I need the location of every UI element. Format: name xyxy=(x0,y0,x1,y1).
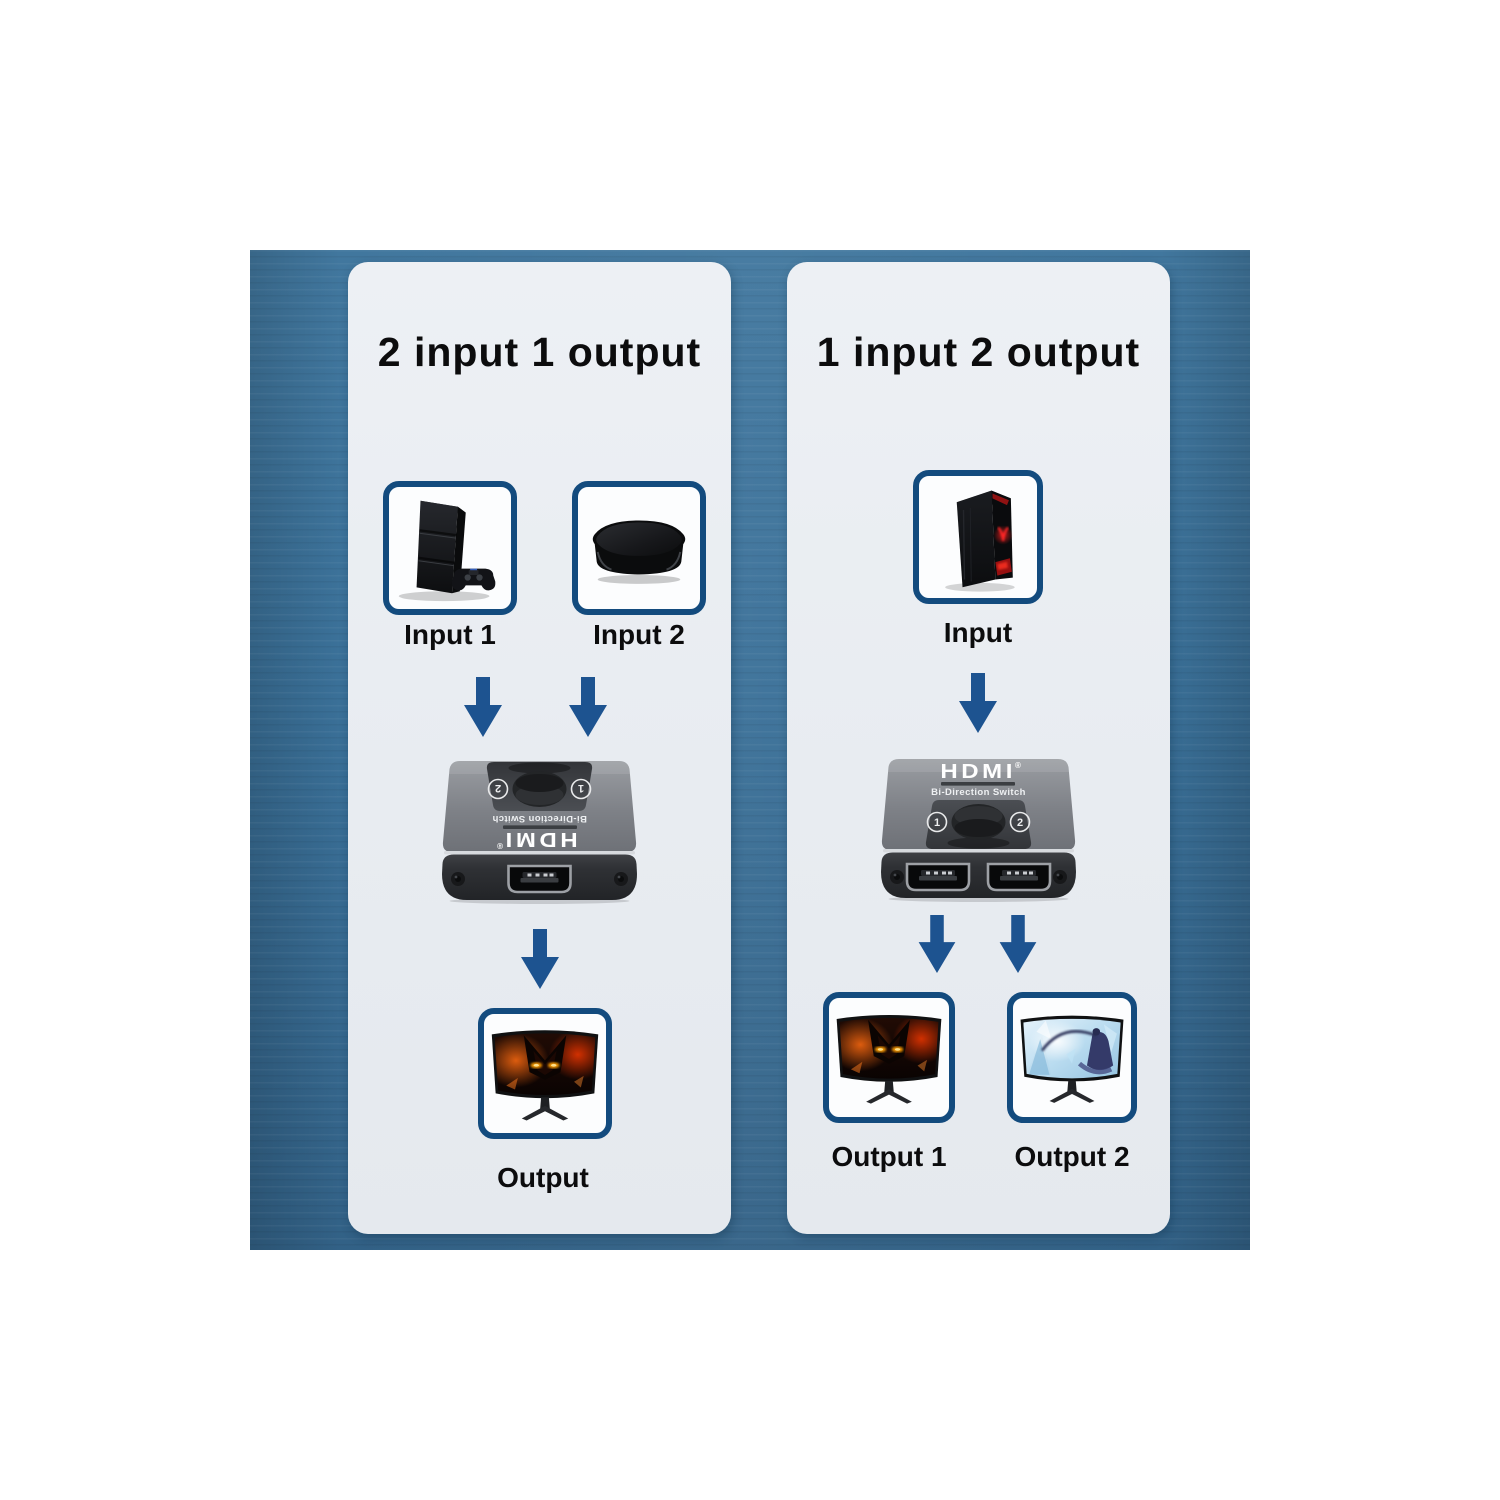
bi-direction-switch-text: Bi-Direction Switch xyxy=(931,787,1026,798)
svg-text:2: 2 xyxy=(1017,817,1023,829)
bi-direction-switch-text: Bi-Direction Switch xyxy=(492,813,587,824)
panel-1-input-2-output: 1 input 2 output xyxy=(787,262,1170,1234)
input-1-label: Input 1 xyxy=(404,619,496,650)
port-2-badge xyxy=(1009,811,1031,833)
registered-mark: ® xyxy=(1015,761,1021,770)
svg-text:1: 1 xyxy=(934,817,940,829)
output-2-device-box xyxy=(1007,992,1137,1123)
down-arrow-icon xyxy=(521,929,559,989)
down-arrow-icon xyxy=(999,915,1037,973)
curved-gaming-monitor-blue-icon xyxy=(1020,1015,1124,1103)
registered-mark: ® xyxy=(497,841,503,850)
backdrop: 2 input 1 output xyxy=(250,250,1250,1250)
down-arrow-icon xyxy=(959,673,997,733)
curved-gaming-monitor-red-icon xyxy=(836,1014,942,1104)
svg-text:2: 2 xyxy=(495,782,501,794)
dualshock-controller-icon xyxy=(451,568,496,591)
input-2-device-box xyxy=(572,481,706,615)
switch-top-face-content-flipped: HDMI ® Bi-Direction Switch 1 2 xyxy=(486,762,593,851)
hdmi-switch-device: HDMI ® Bi-Direction Switch 1 2 xyxy=(875,750,1082,907)
down-arrow-icon xyxy=(918,915,956,973)
ps4-game-console-icon xyxy=(398,500,496,602)
output-label: Output xyxy=(497,1162,589,1193)
input-2-label: Input 2 xyxy=(593,619,685,650)
panel-right-title: 1 input 2 output xyxy=(816,329,1141,375)
hdmi-port-icon xyxy=(507,864,572,894)
curved-gaming-monitor-red-icon xyxy=(491,1029,599,1120)
panel-2-input-1-output: 2 input 1 output xyxy=(348,262,731,1234)
output-1-device-box xyxy=(823,992,955,1123)
hdmi-port-icon xyxy=(986,862,1052,892)
down-arrow-icon xyxy=(569,677,607,737)
hdmi-brand-text: HDMI xyxy=(940,760,1016,783)
port-1-badge xyxy=(570,778,592,800)
hdmi-switch-icon: HDMI ® Bi-Direction Switch 1 2 xyxy=(881,759,1076,902)
hdmi-brand-text: HDMI xyxy=(502,828,578,851)
gaming-pc-tower-icon xyxy=(945,490,1015,592)
down-arrow-icon xyxy=(464,677,502,737)
output-1-label: Output 1 xyxy=(831,1141,947,1172)
panel-left-title: 2 input 1 output xyxy=(377,329,702,375)
svg-text:1: 1 xyxy=(578,782,584,794)
input-1-device-box xyxy=(383,481,517,615)
hdmi-port-icon xyxy=(905,862,971,892)
port-1-badge xyxy=(926,811,948,833)
output-2-label: Output 2 xyxy=(1014,1141,1130,1172)
hdmi-switch-icon: HDMI ® Bi-Direction Switch 1 2 xyxy=(442,761,637,904)
output-device-box xyxy=(478,1008,612,1139)
port-2-badge xyxy=(487,778,509,800)
streaming-tv-box-icon xyxy=(592,520,686,584)
hdmi-switch-device-flipped: HDMI ® Bi-Direction Switch 1 2 xyxy=(436,752,643,909)
input-label: Input xyxy=(943,617,1013,648)
input-device-box xyxy=(913,470,1043,604)
